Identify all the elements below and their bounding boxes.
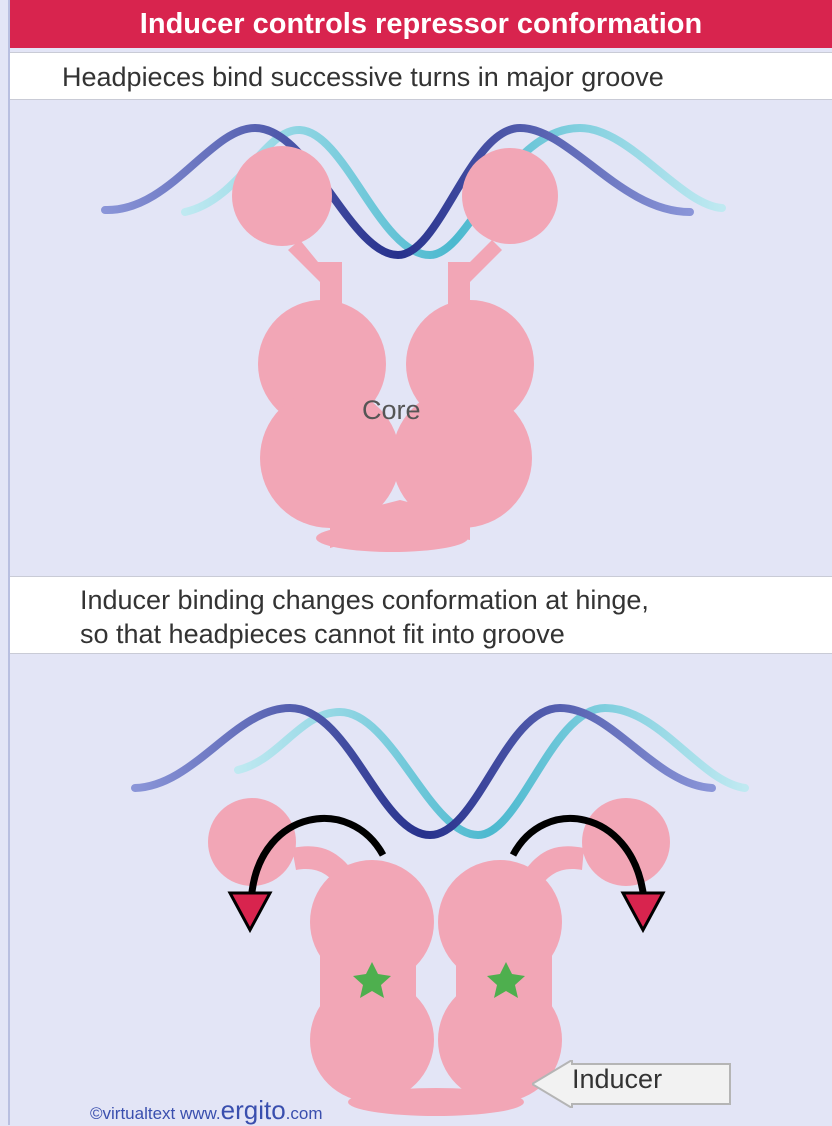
credit-prefix: ©virtualtext www. xyxy=(90,1104,221,1123)
inducer-label: Inducer xyxy=(572,1064,662,1095)
panel2-caption: Inducer binding changes conformation at … xyxy=(10,576,832,654)
credit-suffix: .com xyxy=(286,1104,323,1123)
dna-helix-icon xyxy=(105,128,722,255)
credit-brand: ergito xyxy=(221,1095,286,1125)
panel2-caption-line2: so that headpieces cannot fit into groov… xyxy=(80,617,832,651)
repressor-protein-icon xyxy=(232,146,558,552)
copyright-credit: ©virtualtext www.ergito.com xyxy=(90,1095,323,1126)
panel2-caption-line1: Inducer binding changes conformation at … xyxy=(80,583,832,617)
core-label: Core xyxy=(362,395,421,426)
